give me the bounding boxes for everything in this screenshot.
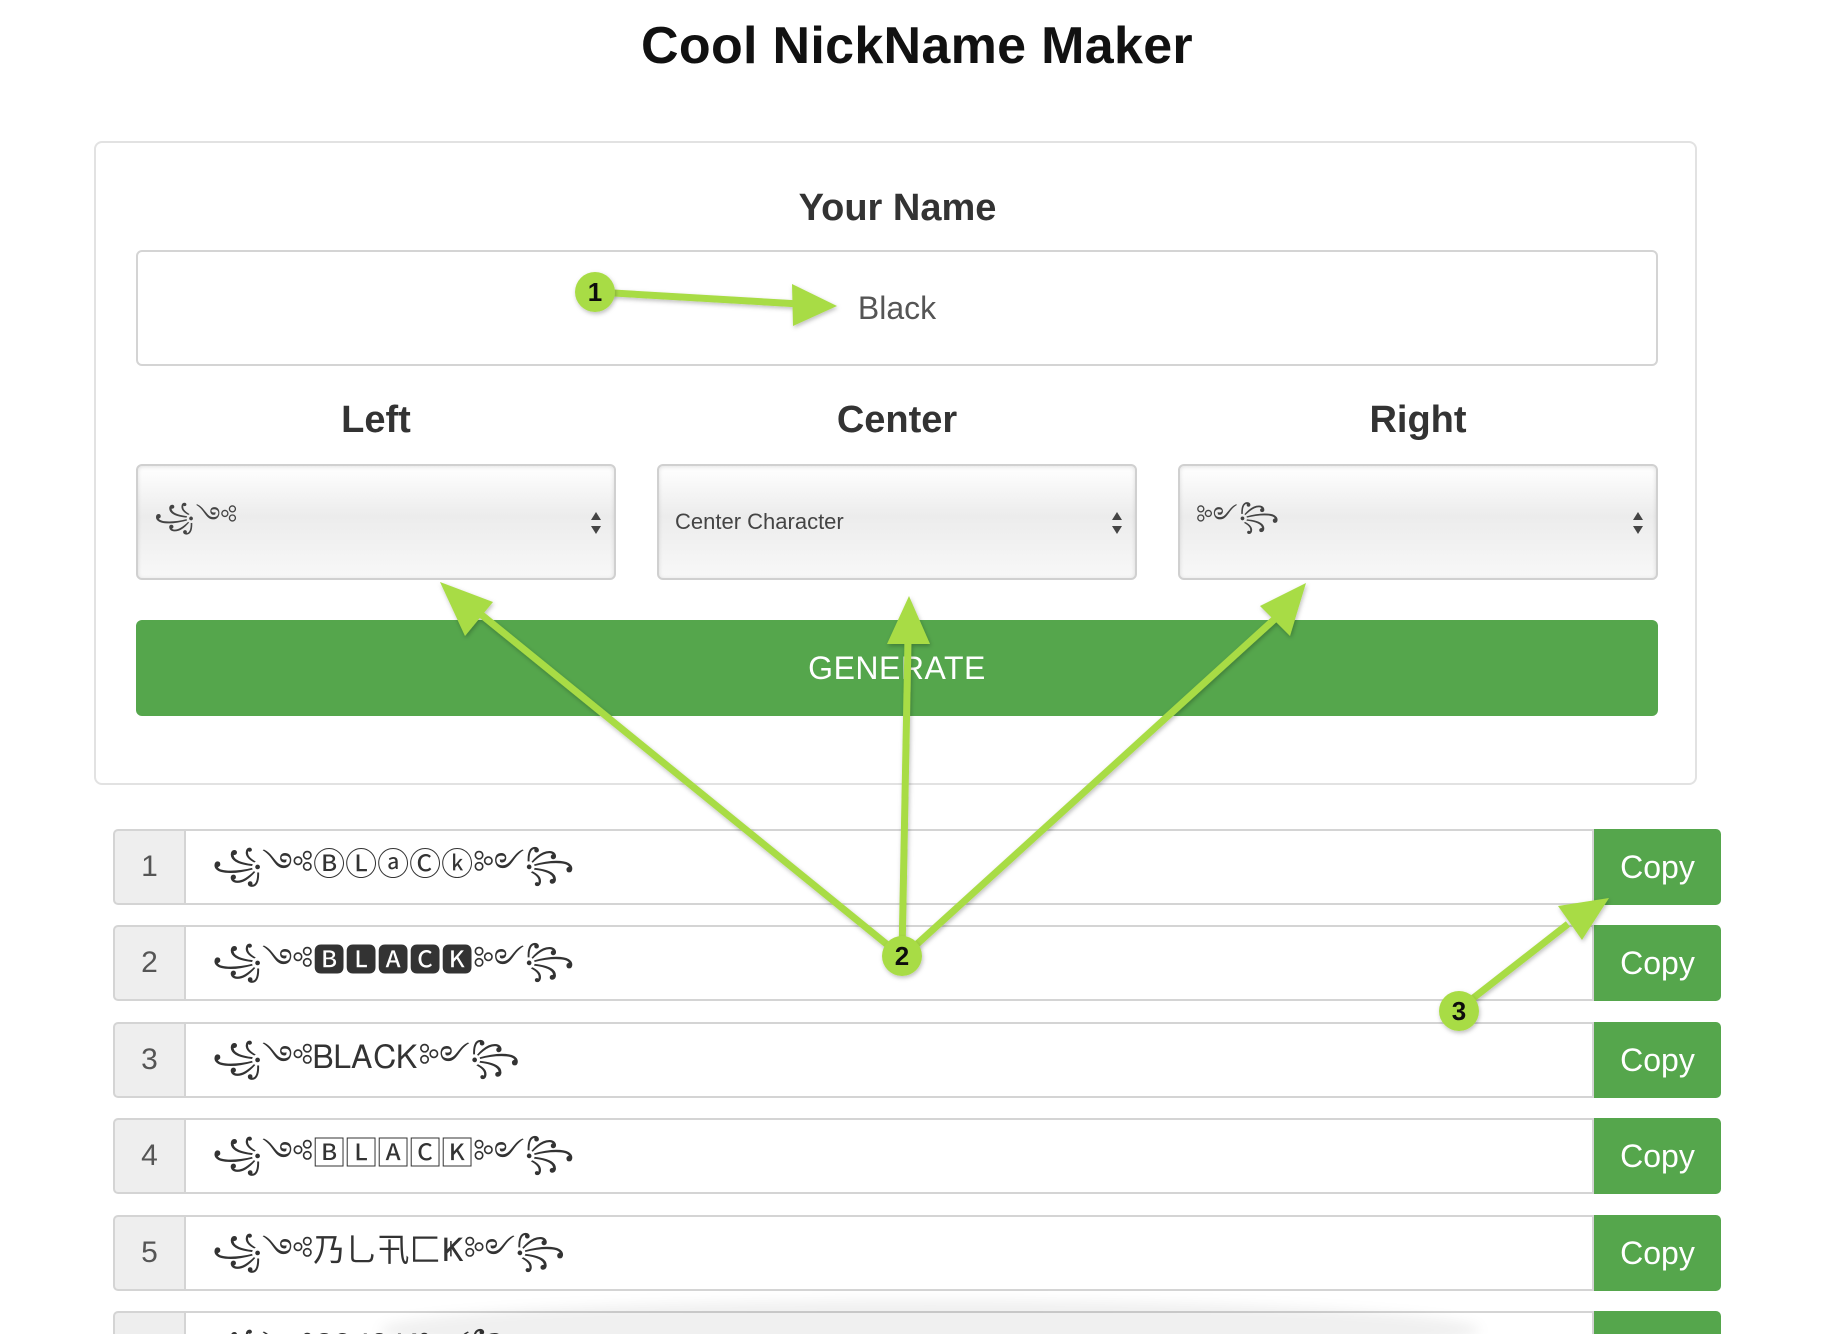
copy-button[interactable]: Copy [1594,1118,1721,1194]
center-select-value: Center Character [675,509,844,534]
select-arrows-icon [1633,512,1643,534]
result-number: 5 [113,1215,184,1291]
result-text[interactable]: ꧁༺🅱🅻🅰🅲🅺༻꧂ [184,925,1594,1001]
result-number: 1 [113,829,184,905]
right-select-value: ༻꧂ [1196,501,1281,531]
left-select-value: ꧁༺ [154,501,239,531]
copy-button[interactable]: Copy [1594,925,1721,1001]
result-row: 4 ꧁༺🄱🄻🄰🄲🄺༻꧂ Copy [113,1118,1721,1194]
copy-button[interactable]: Copy [1594,1215,1721,1291]
copy-button[interactable]: Copy [1594,1022,1721,1098]
result-number: 2 [113,925,184,1001]
left-select[interactable]: ꧁༺ [136,464,616,580]
your-name-label: Your Name [798,187,997,229]
result-number: 3 [113,1022,184,1098]
result-text[interactable]: ꧁༺乃乚卂匚Ҝ༻꧂ [184,1215,1594,1291]
result-text[interactable]: ꧁༺ⒷⓁⓐⒸⓚ༻꧂ [184,829,1594,905]
result-row: 6 ꧁༺ᏰᏝᏗᏨᏦ༻꧂ Copy [113,1311,1721,1334]
right-select[interactable]: ༻꧂ [1178,464,1658,580]
select-arrows-icon [591,512,601,534]
result-text[interactable]: ꧁༺🄱🄻🄰🄲🄺༻꧂ [184,1118,1594,1194]
result-number: 6 [113,1311,184,1334]
result-row: 2 ꧁༺🅱🅻🅰🅲🅺༻꧂ Copy [113,925,1721,1001]
result-row: 1 ꧁༺ⒷⓁⓐⒸⓚ༻꧂ Copy [113,829,1721,905]
result-row: 5 ꧁༺乃乚卂匚Ҝ༻꧂ Copy [113,1215,1721,1291]
center-select[interactable]: Center Character [657,464,1137,580]
right-label: Right [1369,399,1467,441]
page-title: Cool NickName Maker [641,17,1193,75]
scroll-shadow [380,1300,1480,1334]
result-text[interactable]: ꧁༺ᏰᏝᏗᏨᏦ༻꧂ [184,1311,1594,1334]
select-arrows-icon [1112,512,1122,534]
left-label: Left [341,399,411,441]
result-row: 3 ꧁༺ᏴᏞᎪᏟᏦ༻꧂ Copy [113,1022,1721,1098]
generator-panel: Your Name Black Left Center Right ꧁༺ Cen… [94,141,1697,785]
center-label: Center [836,399,958,441]
result-text[interactable]: ꧁༺ᏴᏞᎪᏟᏦ༻꧂ [184,1022,1594,1098]
result-number: 4 [113,1118,184,1194]
copy-button[interactable]: Copy [1594,829,1721,905]
name-input[interactable]: Black [136,250,1658,366]
copy-button[interactable]: Copy [1594,1311,1721,1334]
generate-button[interactable]: GENERATE [136,620,1658,716]
